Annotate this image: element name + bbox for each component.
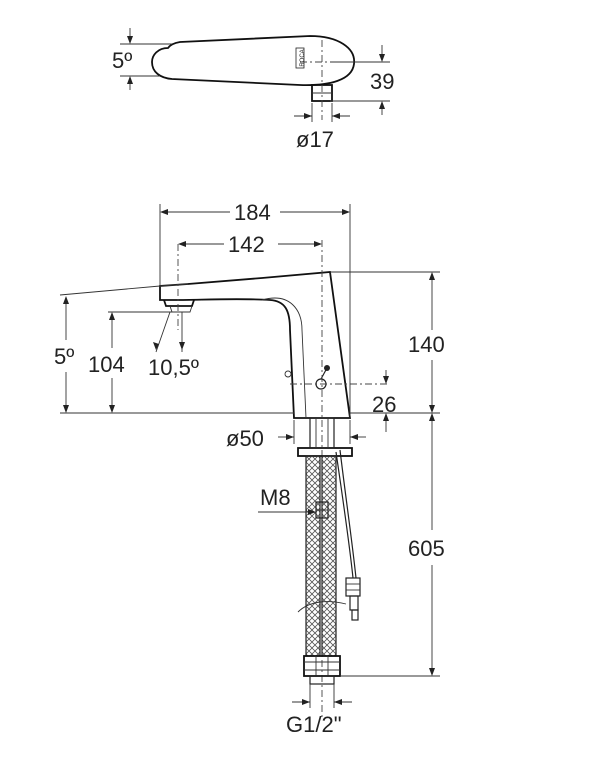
- spout-height-label: 104: [88, 352, 125, 377]
- hose-left: [305, 455, 321, 657]
- front-view: 184 142 140 26 5º 104: [54, 200, 445, 737]
- sensor-offset-label: 26: [372, 392, 396, 417]
- sensor-cable: [339, 449, 357, 579]
- top-angle-label: 5º: [112, 48, 132, 73]
- top-diameter-label: ø17: [296, 127, 334, 152]
- spout-tip: [163, 299, 195, 307]
- roca-logo: ROCA: [295, 47, 306, 69]
- width-spout-label: 142: [228, 232, 265, 257]
- tap-body-outline: [159, 271, 352, 419]
- top-view: ROCA 5º 39 ø17: [112, 28, 394, 152]
- outlet-angle-label: 10,5º: [148, 355, 199, 380]
- tap-top-outline: [151, 35, 355, 86]
- base-plate: [297, 447, 353, 457]
- hose-nut: [303, 655, 341, 685]
- hose-right: [321, 455, 337, 657]
- height-total-label: 140: [408, 332, 445, 357]
- sensor-knob: [315, 365, 330, 390]
- top-height-label: 39: [370, 69, 394, 94]
- hose-length-label: 605: [408, 536, 445, 561]
- connection-label: G1/2": [286, 712, 342, 737]
- svg-text:ROCA: ROCA: [300, 49, 306, 66]
- front-angle-label: 5º: [54, 344, 74, 369]
- cable-connector: [345, 577, 361, 621]
- base-diameter-label: ø50: [226, 426, 264, 451]
- thread-label: M8: [260, 485, 291, 510]
- width-total-label: 184: [234, 200, 271, 225]
